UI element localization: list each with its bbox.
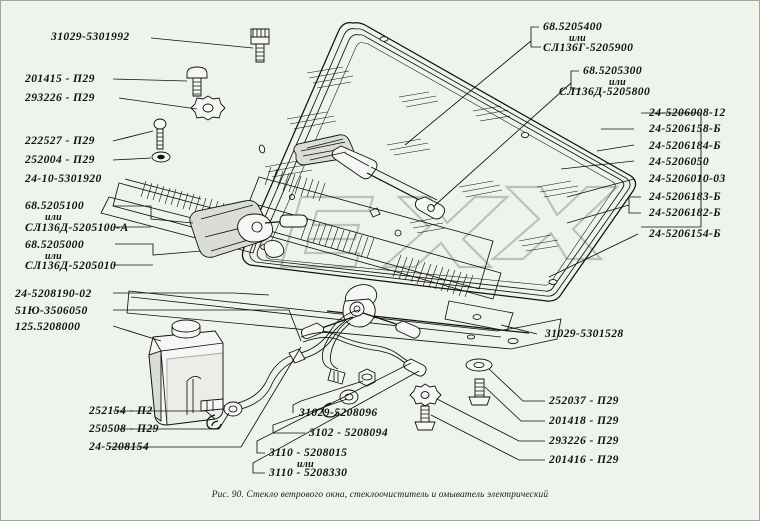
label-201415-p29: 201415 - П29 <box>25 72 95 85</box>
label-ili-3: или <box>297 459 314 470</box>
label-31029-5301992: 31029-5301992 <box>51 30 130 43</box>
label-293226-p29: 293226 - П29 <box>25 91 95 104</box>
bolt-201418 <box>468 378 491 406</box>
label-293226-p29-bottom: 293226 - П29 <box>549 434 619 447</box>
label-31029-5301528: 31029-5301528 <box>545 327 624 340</box>
label-252037-p29: 252037 - П29 <box>549 394 619 407</box>
label-24-5208190-02: 24-5208190-02 <box>15 287 92 300</box>
label-252154-p2: 252154 - П2 <box>89 404 153 417</box>
label-sl136d-5205800: СЛ136Д-5205800 <box>559 85 651 98</box>
label-24-5206154-b: 24-5206154-Б <box>649 227 722 240</box>
flat-washer-252037 <box>465 358 493 372</box>
bolt-222527 <box>153 118 167 150</box>
label-68-5205000: 68.5205000 <box>25 238 85 251</box>
label-3102-5208094: 3102 - 5208094 <box>309 426 389 439</box>
windshield-glass <box>241 22 637 302</box>
watermark <box>279 185 620 269</box>
right-pivot <box>444 300 514 332</box>
label-3110-5208015: 3110 - 5208015 <box>269 446 348 459</box>
bolt-top <box>250 28 270 63</box>
label-24-5206008-12: 24-5206008-12 <box>649 106 726 119</box>
label-31029-5208096: 31029-5208096 <box>299 406 378 419</box>
label-252004-p29: 252004 - П29 <box>25 153 95 166</box>
label-24-5206183-b: 24-5206183-Б <box>649 190 722 203</box>
label-68-5205300: 68.5205300 <box>583 64 643 77</box>
label-24-5206010-03: 24-5206010-03 <box>649 172 726 185</box>
washer-reservoir <box>148 319 224 426</box>
label-3110-5208330: 3110 - 5208330 <box>269 466 348 479</box>
label-51yu-3506050: 51Ю-3506050 <box>15 304 88 317</box>
label-24-10-5301920: 24-10-5301920 <box>25 172 102 185</box>
label-24-5208154: 24-5208154 <box>89 440 150 453</box>
star-washer-bottom <box>409 383 442 407</box>
label-24-5206050: 24-5206050 <box>649 155 710 168</box>
star-washer-293226 <box>190 95 226 121</box>
label-24-5206182-b: 24-5206182-Б <box>649 206 722 219</box>
label-250508-p29: 250508 - П29 <box>89 422 159 435</box>
label-24-5206184-b: 24-5206184-Б <box>649 139 722 152</box>
label-125-5208000: 125.5208000 <box>15 320 81 333</box>
label-ili-1: или <box>45 212 62 223</box>
label-222527-p29: 222527 - П29 <box>25 134 95 147</box>
figure-caption: Рис. 90. Стекло ветрового окна, стеклооч… <box>211 490 549 500</box>
wiper-pivot-bracket <box>189 200 308 258</box>
label-201416-p29: 201416 - П29 <box>549 453 619 466</box>
label-68-5205400: 68.5205400 <box>543 20 603 33</box>
label-sl136d-5205100-a: СЛ136Д-5205100-А <box>25 221 129 234</box>
flat-washer-252004 <box>151 151 171 163</box>
label-24-5206158-b: 24-5206158-Б <box>649 122 722 135</box>
label-sl136d-5205010: СЛ136Д-5205010 <box>25 259 117 272</box>
nut-5208096 <box>358 368 376 387</box>
label-sl136g-5205900: СЛ136Г-5205900 <box>543 41 634 54</box>
bolt-201416 <box>414 405 436 431</box>
wiper-arm-assembly <box>293 134 446 220</box>
label-201418-p29: 201418 - П29 <box>549 414 619 427</box>
label-ili-5: или <box>609 77 626 88</box>
label-ili-2: или <box>45 251 62 262</box>
label-68-5205100: 68.5205100 <box>25 199 85 212</box>
bolt-201415 <box>186 66 208 97</box>
label-ili-4: или <box>569 33 586 44</box>
leader-lines <box>109 26 702 474</box>
